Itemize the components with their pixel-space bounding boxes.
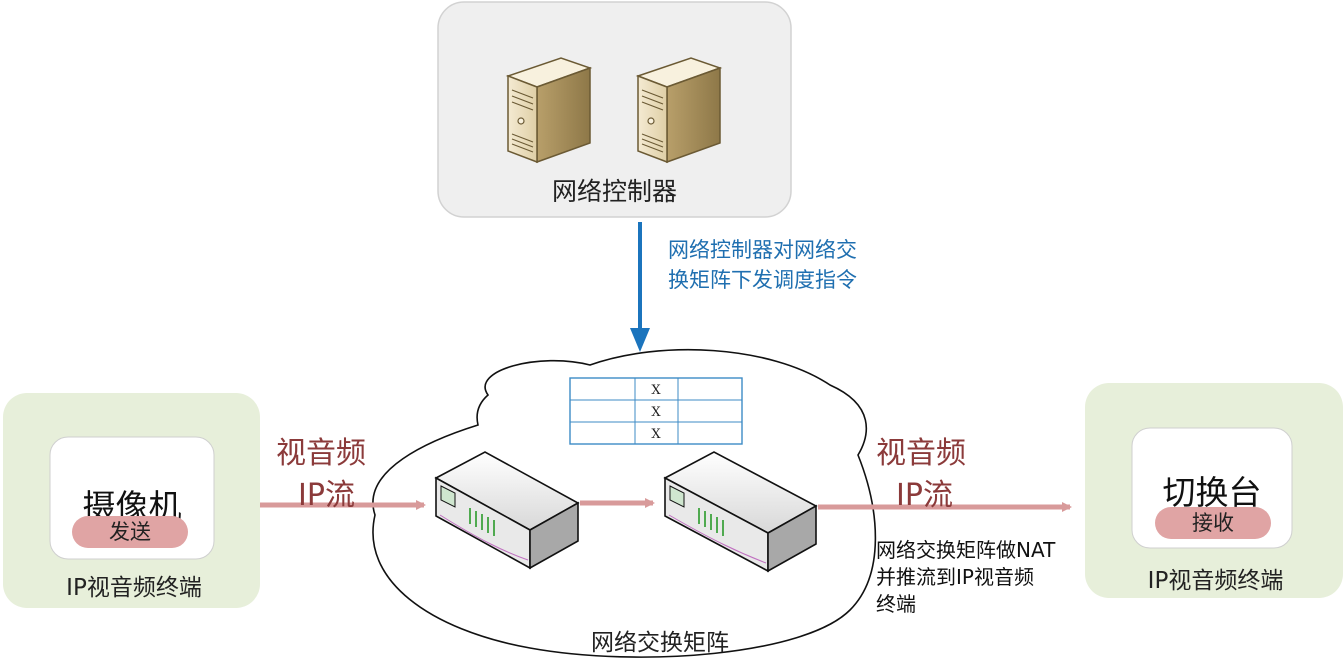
dispatch-arrow <box>630 222 650 352</box>
right-terminal-label: IP视音频终端 <box>1147 568 1284 594</box>
stream-left-line2: IP流 <box>298 478 355 513</box>
stream-left-line1: 视音频 <box>276 436 366 471</box>
network-switch-icon-1 <box>434 451 580 570</box>
table-mark-3: X <box>651 427 661 442</box>
dispatch-note-line1: 网络控制器对网络交 <box>668 238 857 262</box>
stream-right-line2: IP流 <box>896 478 953 513</box>
server-icon-2 <box>635 57 723 164</box>
stream-right-line1: 视音频 <box>876 436 966 471</box>
table-mark-1: X <box>651 383 661 398</box>
dispatch-note-line2: 换矩阵下发调度指令 <box>668 268 857 292</box>
network-switch-icon-2 <box>663 451 818 573</box>
matrix-label: 网络交换矩阵 <box>591 630 729 656</box>
nat-note-line3: 终端 <box>876 592 916 616</box>
routing-table: X X X <box>569 377 743 445</box>
network-matrix-cloud <box>372 348 877 658</box>
nat-note-line2: 并推流到IP视音频 <box>876 565 1034 589</box>
receive-badge: 接收 <box>1155 507 1271 539</box>
send-badge: 发送 <box>72 516 188 548</box>
left-terminal-label: IP视音频终端 <box>66 575 202 601</box>
controller-panel <box>437 1 792 218</box>
table-mark-2: X <box>651 405 661 420</box>
controller-label: 网络控制器 <box>551 177 677 206</box>
switcher-title: 切换台 <box>1162 473 1262 512</box>
server-icon-1 <box>505 57 593 164</box>
nat-note-line1: 网络交换矩阵做NAT <box>876 538 1056 562</box>
